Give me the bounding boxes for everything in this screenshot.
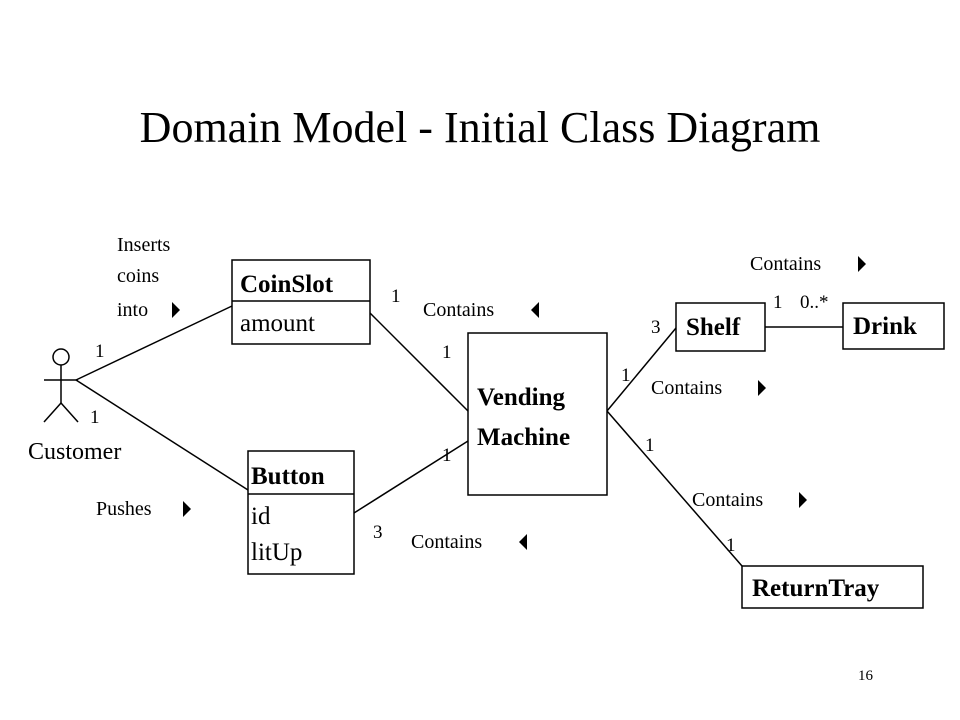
mult-button-vm: 3 xyxy=(373,522,383,543)
customer-button-line xyxy=(75,379,249,491)
mult-vm-tray: 1 xyxy=(645,435,655,456)
contains-drink-label: Contains xyxy=(750,253,821,275)
customer-actor-icon xyxy=(43,348,79,423)
drink-class: Drink xyxy=(842,302,945,350)
vending-machine-name-line2: Machine xyxy=(477,424,570,451)
customer-coinslot-line xyxy=(75,305,233,381)
mult-vm-button: 1 xyxy=(442,445,452,466)
pushes-label: Pushes xyxy=(96,498,152,520)
customer-label: Customer xyxy=(28,439,121,465)
vm-tray-line xyxy=(606,410,743,567)
contains-coinslot-label: Contains xyxy=(423,299,494,321)
button-class: Button id litUp xyxy=(247,450,355,575)
button-vm-line xyxy=(353,440,469,514)
inserts-label-line2: coins xyxy=(117,265,159,287)
arrow-left-icon xyxy=(531,302,539,318)
coinslot-name: CoinSlot xyxy=(240,271,334,298)
mult-vm-coinslot: 1 xyxy=(442,342,452,363)
contains-shelf-label: Contains xyxy=(651,377,722,399)
mult-coinslot-vm: 1 xyxy=(391,286,401,307)
contains-tray-label: Contains xyxy=(692,489,763,511)
return-tray-class: ReturnTray xyxy=(741,565,924,609)
drink-name: Drink xyxy=(853,313,917,340)
page-title: Domain Model - Initial Class Diagram xyxy=(140,103,821,152)
coinslot-vm-line xyxy=(369,312,469,412)
shelf-name: Shelf xyxy=(686,314,741,341)
contains-button-label: Contains xyxy=(411,531,482,553)
arrow-right-icon xyxy=(183,501,191,517)
mult-shelf-vm: 3 xyxy=(651,317,661,338)
vending-machine-class: Vending Machine xyxy=(467,332,608,496)
arrow-right-icon xyxy=(172,302,180,318)
mult-vm-shelf: 1 xyxy=(621,365,631,386)
shelf-class: Shelf xyxy=(675,302,766,352)
mult-tray-vm: 1 xyxy=(726,535,736,556)
arrow-right-icon xyxy=(799,492,807,508)
mult-customer-button: 1 xyxy=(90,407,100,428)
arrow-right-icon xyxy=(758,380,766,396)
arrow-right-icon xyxy=(858,256,866,272)
return-tray-name: ReturnTray xyxy=(752,575,880,602)
arrow-left-icon xyxy=(519,534,527,550)
coinslot-class: CoinSlot amount xyxy=(231,259,371,345)
button-attr-id: id xyxy=(251,503,271,530)
mult-customer-coinslot: 1 xyxy=(95,341,105,362)
page-number: 16 xyxy=(858,668,874,684)
inserts-label-line1: Inserts xyxy=(117,234,171,256)
inserts-label-line3: into xyxy=(117,299,148,321)
mult-shelf-drink: 1 xyxy=(773,292,783,313)
coinslot-attr-amount: amount xyxy=(240,310,315,337)
vm-shelf-line xyxy=(606,327,677,412)
button-name: Button xyxy=(251,463,325,490)
vending-machine-name-line1: Vending xyxy=(477,384,566,411)
button-attr-litup: litUp xyxy=(251,539,302,566)
mult-drink-shelf: 0..* xyxy=(800,292,829,313)
